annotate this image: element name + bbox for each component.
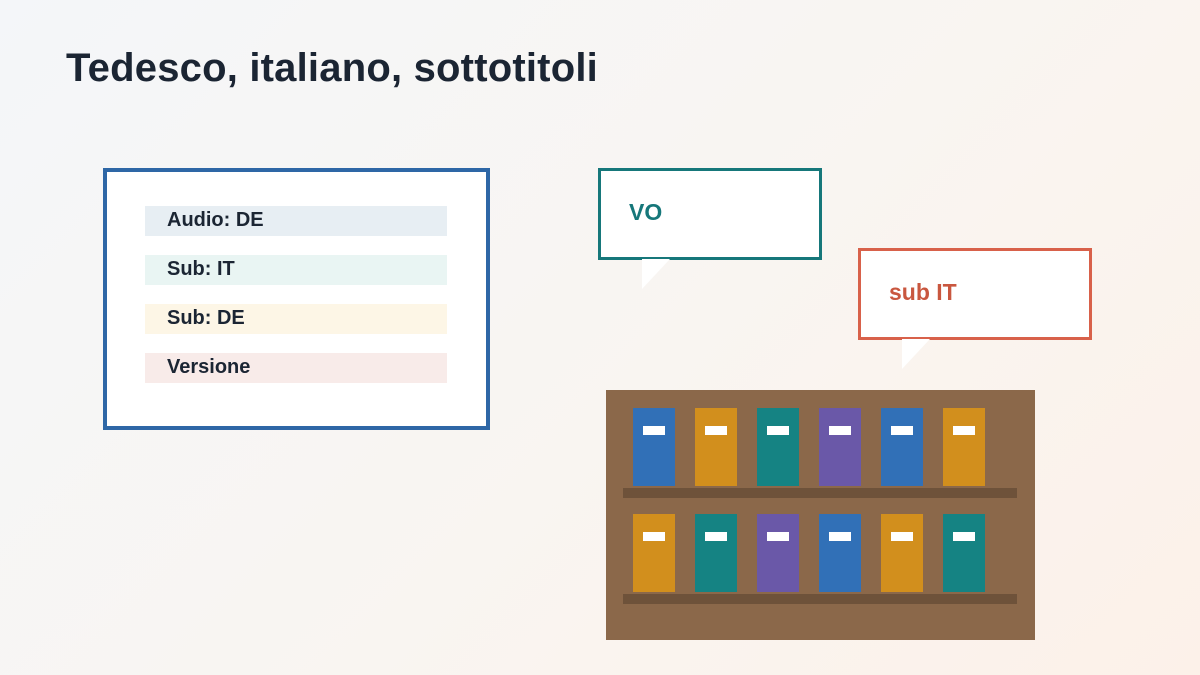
book-label bbox=[643, 426, 665, 435]
book bbox=[881, 514, 923, 592]
bookshelf bbox=[606, 390, 1035, 640]
book-label bbox=[829, 532, 851, 541]
book bbox=[881, 408, 923, 486]
book-label bbox=[891, 532, 913, 541]
speech-bubble-sub-it-label: sub IT bbox=[889, 279, 957, 305]
book bbox=[633, 408, 675, 486]
shelf-board-top bbox=[623, 488, 1017, 498]
book bbox=[695, 408, 737, 486]
legend-item-sub-de: Sub: DE bbox=[145, 304, 447, 334]
legend-panel: Audio: DE Sub: IT Sub: DE Versione bbox=[103, 168, 490, 430]
book bbox=[633, 514, 675, 592]
shelf-board-bottom bbox=[623, 594, 1017, 604]
book-label bbox=[891, 426, 913, 435]
speech-bubble-sub-it: sub IT bbox=[858, 248, 1092, 340]
book-label bbox=[705, 532, 727, 541]
book-label bbox=[767, 532, 789, 541]
book-label bbox=[767, 426, 789, 435]
speech-bubble-vo-tail bbox=[642, 259, 670, 289]
book bbox=[943, 514, 985, 592]
legend-item-audio-de: Audio: DE bbox=[145, 206, 447, 236]
book bbox=[757, 514, 799, 592]
book-label bbox=[829, 426, 851, 435]
speech-bubble-sub-it-tail bbox=[902, 339, 930, 369]
book bbox=[819, 514, 861, 592]
book-label bbox=[953, 426, 975, 435]
book bbox=[695, 514, 737, 592]
book-label bbox=[953, 532, 975, 541]
book bbox=[819, 408, 861, 486]
book-label bbox=[705, 426, 727, 435]
legend-item-versione: Versione bbox=[145, 353, 447, 383]
speech-bubble-vo-label: VO bbox=[629, 199, 663, 225]
legend-item-sub-it: Sub: IT bbox=[145, 255, 447, 285]
book bbox=[757, 408, 799, 486]
page-title: Tedesco, italiano, sottotitoli bbox=[66, 46, 598, 90]
book-label bbox=[643, 532, 665, 541]
book bbox=[943, 408, 985, 486]
speech-bubble-vo: VO bbox=[598, 168, 822, 260]
